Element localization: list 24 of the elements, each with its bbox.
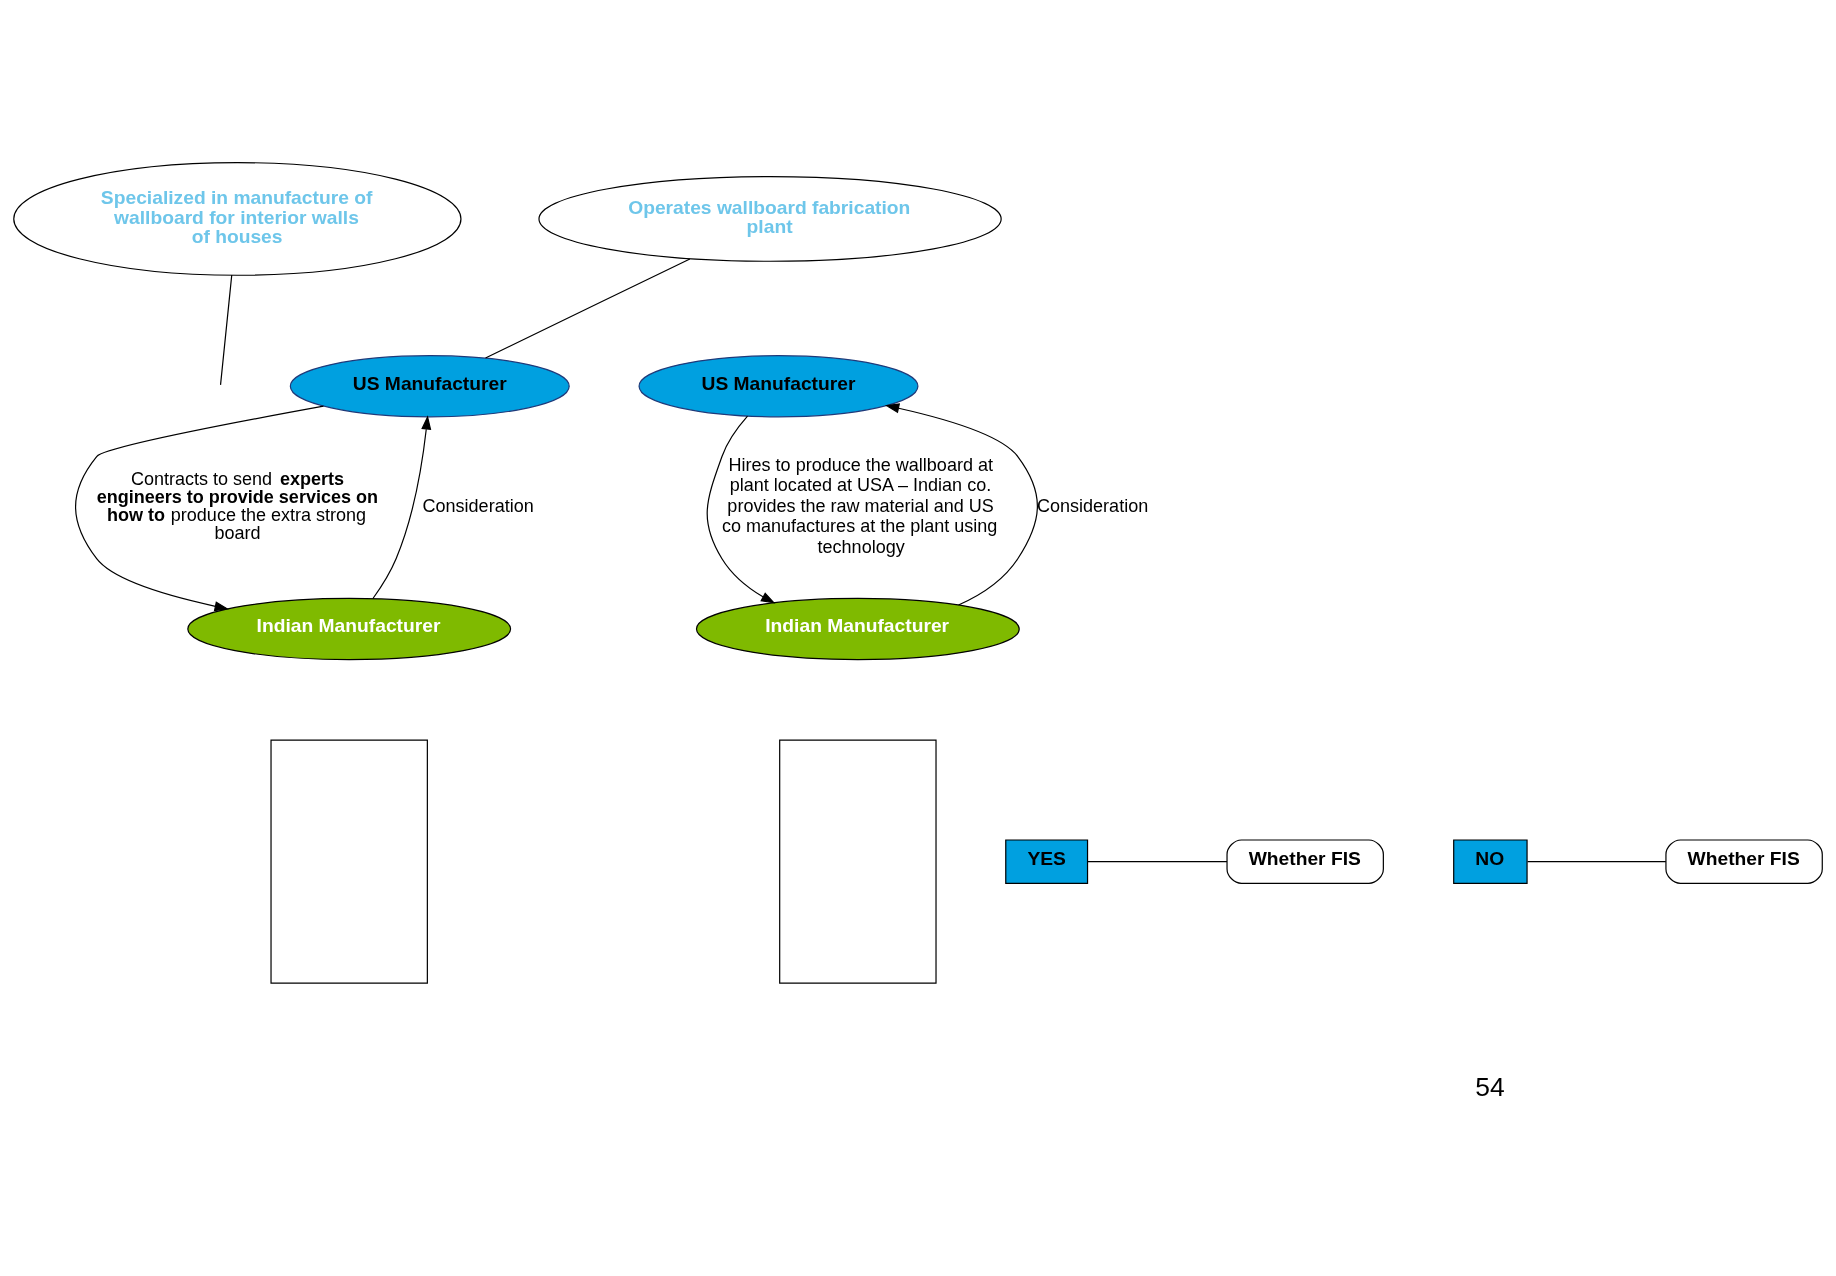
node-ellipse: Indian Manufacturer (695, 597, 1020, 660)
node-box: YES (1005, 838, 1089, 884)
edge-label: Consideration (1037, 495, 1149, 516)
edge-label: Contracts to send experts engineers to provide services on how to produce the extra strong board (96, 468, 379, 543)
arrow (706, 415, 776, 604)
node-ellipse: US Manufacturer (638, 354, 919, 417)
edge-label: Consideration (422, 495, 534, 516)
node-ellipse: Specialized in manufacture of wallboard for interior walls of houses (13, 161, 462, 276)
node-box: NO (1453, 838, 1528, 884)
node-box (270, 739, 428, 984)
connector (484, 257, 691, 359)
label: 54 (1475, 1071, 1505, 1102)
connector (219, 273, 233, 385)
node-ellipse: US Manufacturer (289, 354, 570, 417)
connector (1086, 860, 1228, 862)
node-box: Whether FIS (1226, 838, 1384, 884)
node-ellipse: Operates wallboard fabrication plant (538, 175, 1002, 262)
node-box (779, 739, 937, 984)
edge-label: Hires to produce the wallboard at plant located at USA – Indian co. provides the raw material and US co manufactures at the plant using technology (721, 454, 998, 557)
node-box: Whether FIS (1665, 838, 1823, 884)
arrow (372, 414, 432, 599)
arrow (884, 402, 1038, 606)
connector (1526, 860, 1667, 862)
arrow (75, 405, 325, 611)
